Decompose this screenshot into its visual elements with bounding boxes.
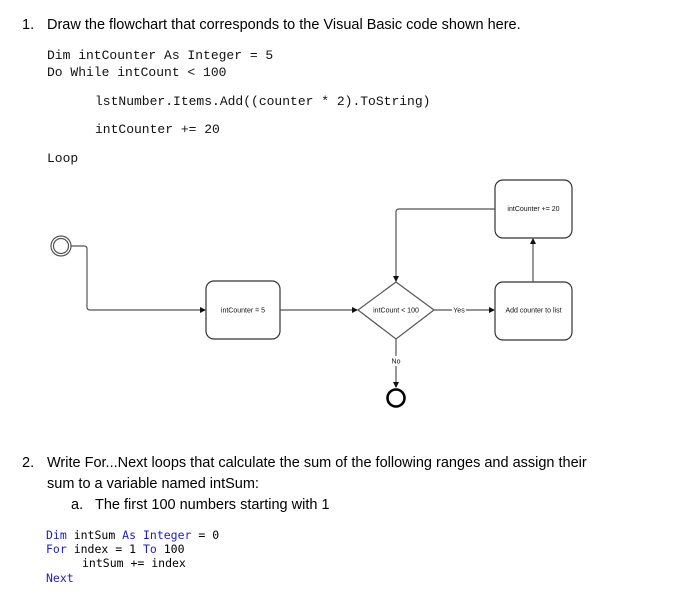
code-text: intSum xyxy=(66,528,123,542)
code2-line-dim: Dim intSum As Integer = 0 xyxy=(46,528,219,542)
action-box: Add counter to list xyxy=(494,281,573,341)
init-box-label: intCounter = 5 xyxy=(221,308,265,315)
sub-item-a-marker: a. xyxy=(71,497,84,513)
keyword: For xyxy=(46,542,67,556)
question-2-prompt-line1: Write For...Next loops that calculate th… xyxy=(47,455,587,471)
keyword: Dim xyxy=(46,528,67,542)
keyword: Integer xyxy=(142,528,192,542)
question-2-prompt-line2: sum to a variable named intSum: xyxy=(47,476,259,492)
connector-start-to-init xyxy=(71,245,206,313)
code-text: = 0 xyxy=(191,528,220,542)
no-label: No xyxy=(392,359,401,366)
increment-box-label: intCounter += 20 xyxy=(507,206,559,213)
init-box: intCounter = 5 xyxy=(205,280,281,340)
keyword: To xyxy=(142,542,157,556)
keyword: Next xyxy=(46,571,74,585)
question-1-prompt: Draw the flowchart that corresponds to t… xyxy=(47,17,521,33)
start-node xyxy=(50,235,72,257)
code-text xyxy=(136,528,143,542)
code-line-dim: Dim intCounter As Integer = 5 xyxy=(47,48,274,63)
question-2-number: 2. xyxy=(22,455,35,471)
code-text: index = 1 xyxy=(66,542,143,556)
keyword: As xyxy=(122,528,137,542)
yes-label: Yes xyxy=(453,308,465,315)
code-line-increment: intCounter += 20 xyxy=(95,122,220,137)
action-box-label: Add counter to list xyxy=(505,308,561,315)
code2-line-for: For index = 1 To 100 xyxy=(46,542,185,556)
code-text: 100 xyxy=(156,542,185,556)
sub-item-a-text: The first 100 numbers starting with 1 xyxy=(95,497,330,513)
question-1-number: 1. xyxy=(22,17,35,33)
end-node xyxy=(386,388,406,408)
decision-label: intCount < 100 xyxy=(373,308,419,315)
decision-diamond: intCount < 100 xyxy=(356,281,436,340)
increment-box: intCounter += 20 xyxy=(494,179,573,239)
code-line-do-while: Do While intCount < 100 xyxy=(47,65,227,80)
code2-line-next: Next xyxy=(46,571,74,585)
code-line-loop: Loop xyxy=(47,151,79,166)
connector-loop-back xyxy=(393,208,495,282)
code-line-add: lstNumber.Items.Add((counter * 2).ToStri… xyxy=(95,94,431,109)
code2-line-body: intSum += index xyxy=(82,556,186,570)
